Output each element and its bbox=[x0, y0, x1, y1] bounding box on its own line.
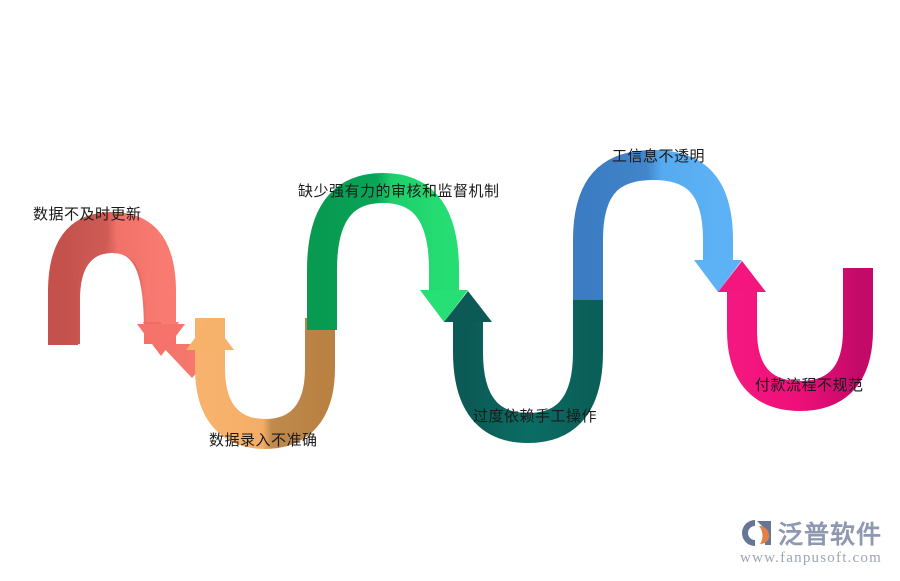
segment-label-1: 数据不及时更新 bbox=[33, 206, 142, 223]
segment-label-2: 数据录入不准确 bbox=[209, 432, 318, 449]
wave-ribbons bbox=[48, 149, 873, 450]
segment-label-4: 过度依赖手工操作 bbox=[473, 408, 598, 425]
segment-label-3: 缺少强有力的审核和监督机制 bbox=[298, 183, 500, 200]
watermark-url-text: www.fanpusoft.com bbox=[740, 550, 882, 566]
watermark-logo: 泛普软件 www.fanpusoft.com bbox=[740, 515, 882, 567]
watermark-brand-row: 泛普软件 bbox=[740, 515, 882, 551]
segment-label-6: 付款流程不规范 bbox=[755, 377, 864, 394]
fanpu-logo-icon bbox=[741, 520, 771, 546]
watermark-brand-text: 泛普软件 bbox=[777, 520, 882, 549]
segment-label-5: 工信息不透明 bbox=[612, 148, 706, 165]
